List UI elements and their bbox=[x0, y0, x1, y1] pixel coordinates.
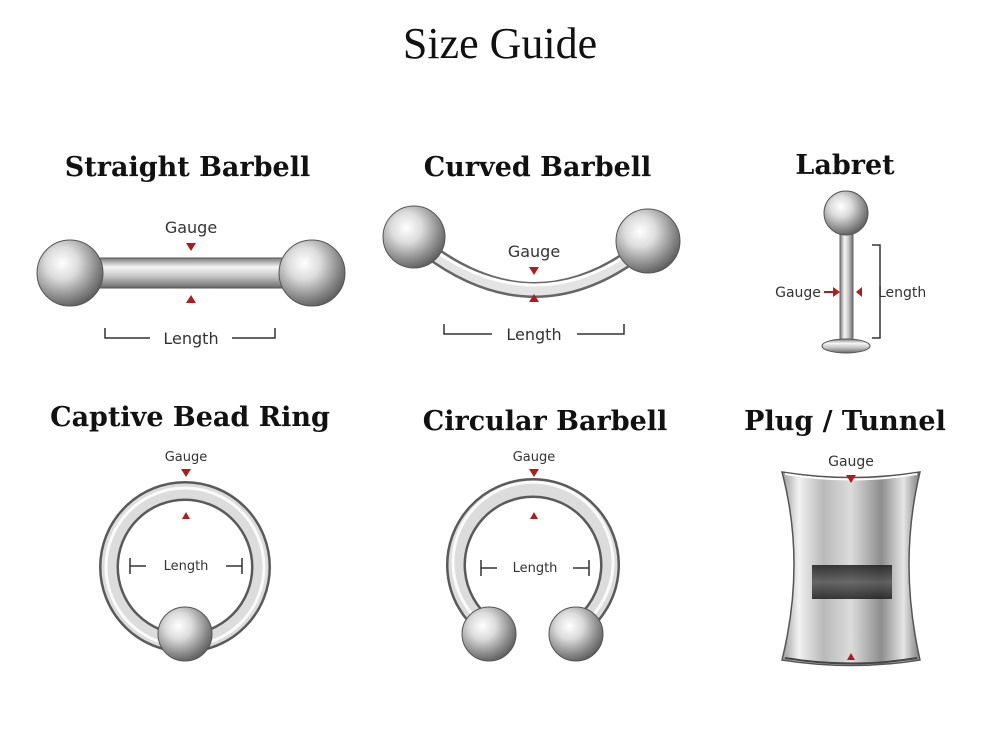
circular-ball-left bbox=[461, 606, 517, 662]
circular-barbell-illustration bbox=[446, 478, 620, 662]
length-label: Length bbox=[163, 329, 218, 348]
gauge-marker-bottom bbox=[182, 512, 190, 519]
labret-disc bbox=[821, 338, 871, 354]
horseshoe-highlight bbox=[451, 480, 615, 625]
tunnel-reflection-band bbox=[812, 565, 892, 599]
barbell-ball-left bbox=[36, 239, 104, 307]
curved-barbell-title: Curved Barbell bbox=[423, 152, 652, 183]
labret-ball bbox=[823, 190, 869, 236]
gauge-label: Gauge bbox=[513, 450, 556, 465]
curved-bar-highlight bbox=[426, 244, 642, 287]
gauge-marker-bottom bbox=[529, 294, 539, 302]
gauge-marker-bottom bbox=[186, 295, 196, 303]
length-label: Length bbox=[513, 561, 558, 576]
plug-tunnel-illustration bbox=[780, 471, 921, 667]
gauge-marker-top bbox=[181, 469, 191, 477]
straight-barbell-title: Straight Barbell bbox=[64, 152, 311, 183]
barbell-bar bbox=[94, 257, 296, 289]
horseshoe-body bbox=[448, 480, 618, 632]
gauge-label: Gauge bbox=[775, 285, 821, 301]
gauge-marker-top bbox=[529, 469, 539, 477]
tunnel-bottom-rim bbox=[784, 657, 918, 665]
captive-bead-ring-title: Captive Bead Ring bbox=[50, 402, 330, 433]
length-label: Length bbox=[878, 285, 926, 301]
length-label: Length bbox=[506, 325, 561, 344]
gauge-marker-left bbox=[833, 287, 840, 297]
circular-barbell-title: Circular Barbell bbox=[422, 406, 668, 437]
captive-bead bbox=[157, 606, 213, 662]
page-title: Size Guide bbox=[402, 19, 598, 68]
length-bracket bbox=[480, 560, 590, 576]
length-bracket bbox=[129, 558, 243, 574]
gauge-label: Gauge bbox=[828, 454, 874, 470]
length-bracket bbox=[872, 244, 881, 339]
curved-ball-right bbox=[615, 208, 681, 274]
gauge-marker-right bbox=[856, 287, 862, 297]
plug-tunnel-title: Plug / Tunnel bbox=[744, 406, 946, 437]
gauge-label: Gauge bbox=[165, 218, 217, 237]
gauge-marker-top bbox=[529, 267, 539, 275]
length-bracket bbox=[443, 324, 625, 335]
labret-illustration bbox=[821, 190, 871, 354]
length-label: Length bbox=[164, 559, 209, 574]
gauge-marker-top bbox=[846, 475, 856, 483]
gauge-label: Gauge bbox=[508, 242, 560, 261]
curved-ball-left bbox=[382, 205, 446, 269]
gauge-label: Gauge bbox=[165, 450, 208, 465]
captive-bead-ring-illustration bbox=[99, 481, 271, 662]
curved-barbell-illustration bbox=[382, 205, 681, 298]
gauge-marker-top bbox=[186, 243, 196, 251]
labret-title: Labret bbox=[795, 150, 895, 181]
length-bracket bbox=[104, 328, 276, 339]
labret-post bbox=[839, 225, 854, 345]
curved-bar bbox=[422, 244, 646, 296]
gauge-marker-bottom bbox=[530, 512, 538, 519]
straight-barbell-illustration bbox=[36, 239, 346, 307]
barbell-ball-right bbox=[278, 239, 346, 307]
gauge-marker-bottom bbox=[847, 653, 855, 660]
circular-ball-right bbox=[548, 606, 604, 662]
